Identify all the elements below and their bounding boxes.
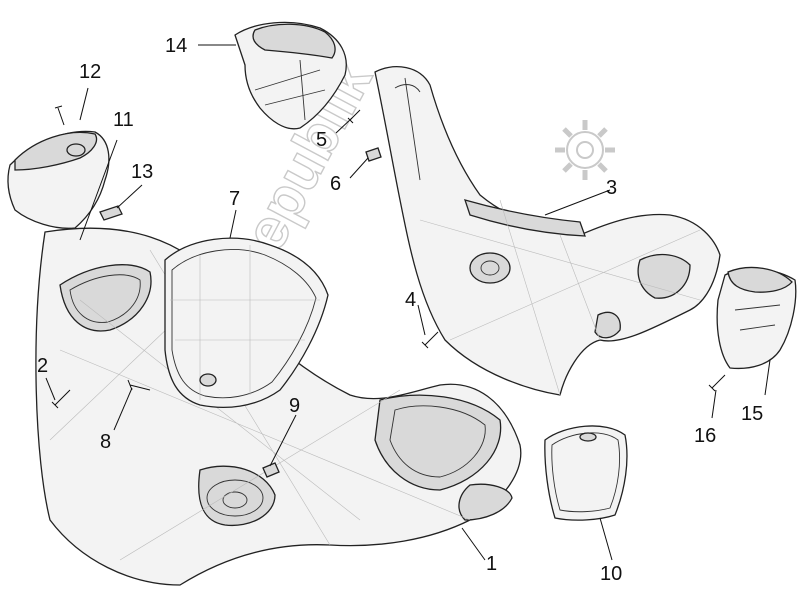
callout-16: 16 [694, 425, 716, 447]
screw-16-icon [708, 374, 726, 392]
screw-12-icon [54, 105, 65, 126]
callout-4: 4 [405, 289, 416, 311]
part-6-clip [365, 147, 382, 162]
screw-2-icon [51, 389, 71, 409]
callout-14: 14 [165, 35, 187, 57]
callout-11: 11 [113, 109, 134, 131]
callout-7: 7 [229, 188, 240, 210]
callout-8: 8 [100, 431, 111, 453]
callout-2: 2 [37, 355, 48, 377]
part-1-lower-handlebar-cover [35, 227, 522, 586]
part-10-box-cover [544, 425, 628, 521]
part-11-switch-cover [7, 130, 110, 229]
callout-12: 12 [79, 61, 101, 83]
part-7-instrument-cover [164, 237, 329, 409]
gear-watermark-icon [555, 120, 615, 180]
leader-lines [45, 44, 771, 561]
callout-3: 3 [606, 177, 617, 199]
callout-1: 1 [486, 553, 497, 575]
callout-6: 6 [330, 173, 341, 195]
callout-13: 13 [131, 161, 153, 183]
part-15-switch-housing [716, 266, 797, 370]
callout-15: 15 [741, 403, 763, 425]
part-14-switch-housing-top [234, 21, 347, 130]
part-13-clip [99, 205, 123, 221]
part-3-rear-handlebar-cover [374, 66, 721, 396]
callout-10: 10 [600, 563, 622, 585]
callout-9: 9 [289, 395, 300, 417]
callouts: 1 2 3 4 5 6 7 8 9 10 11 12 13 14 15 16 [37, 35, 763, 585]
callout-5: 5 [316, 129, 327, 151]
screw-4-icon [421, 331, 439, 349]
